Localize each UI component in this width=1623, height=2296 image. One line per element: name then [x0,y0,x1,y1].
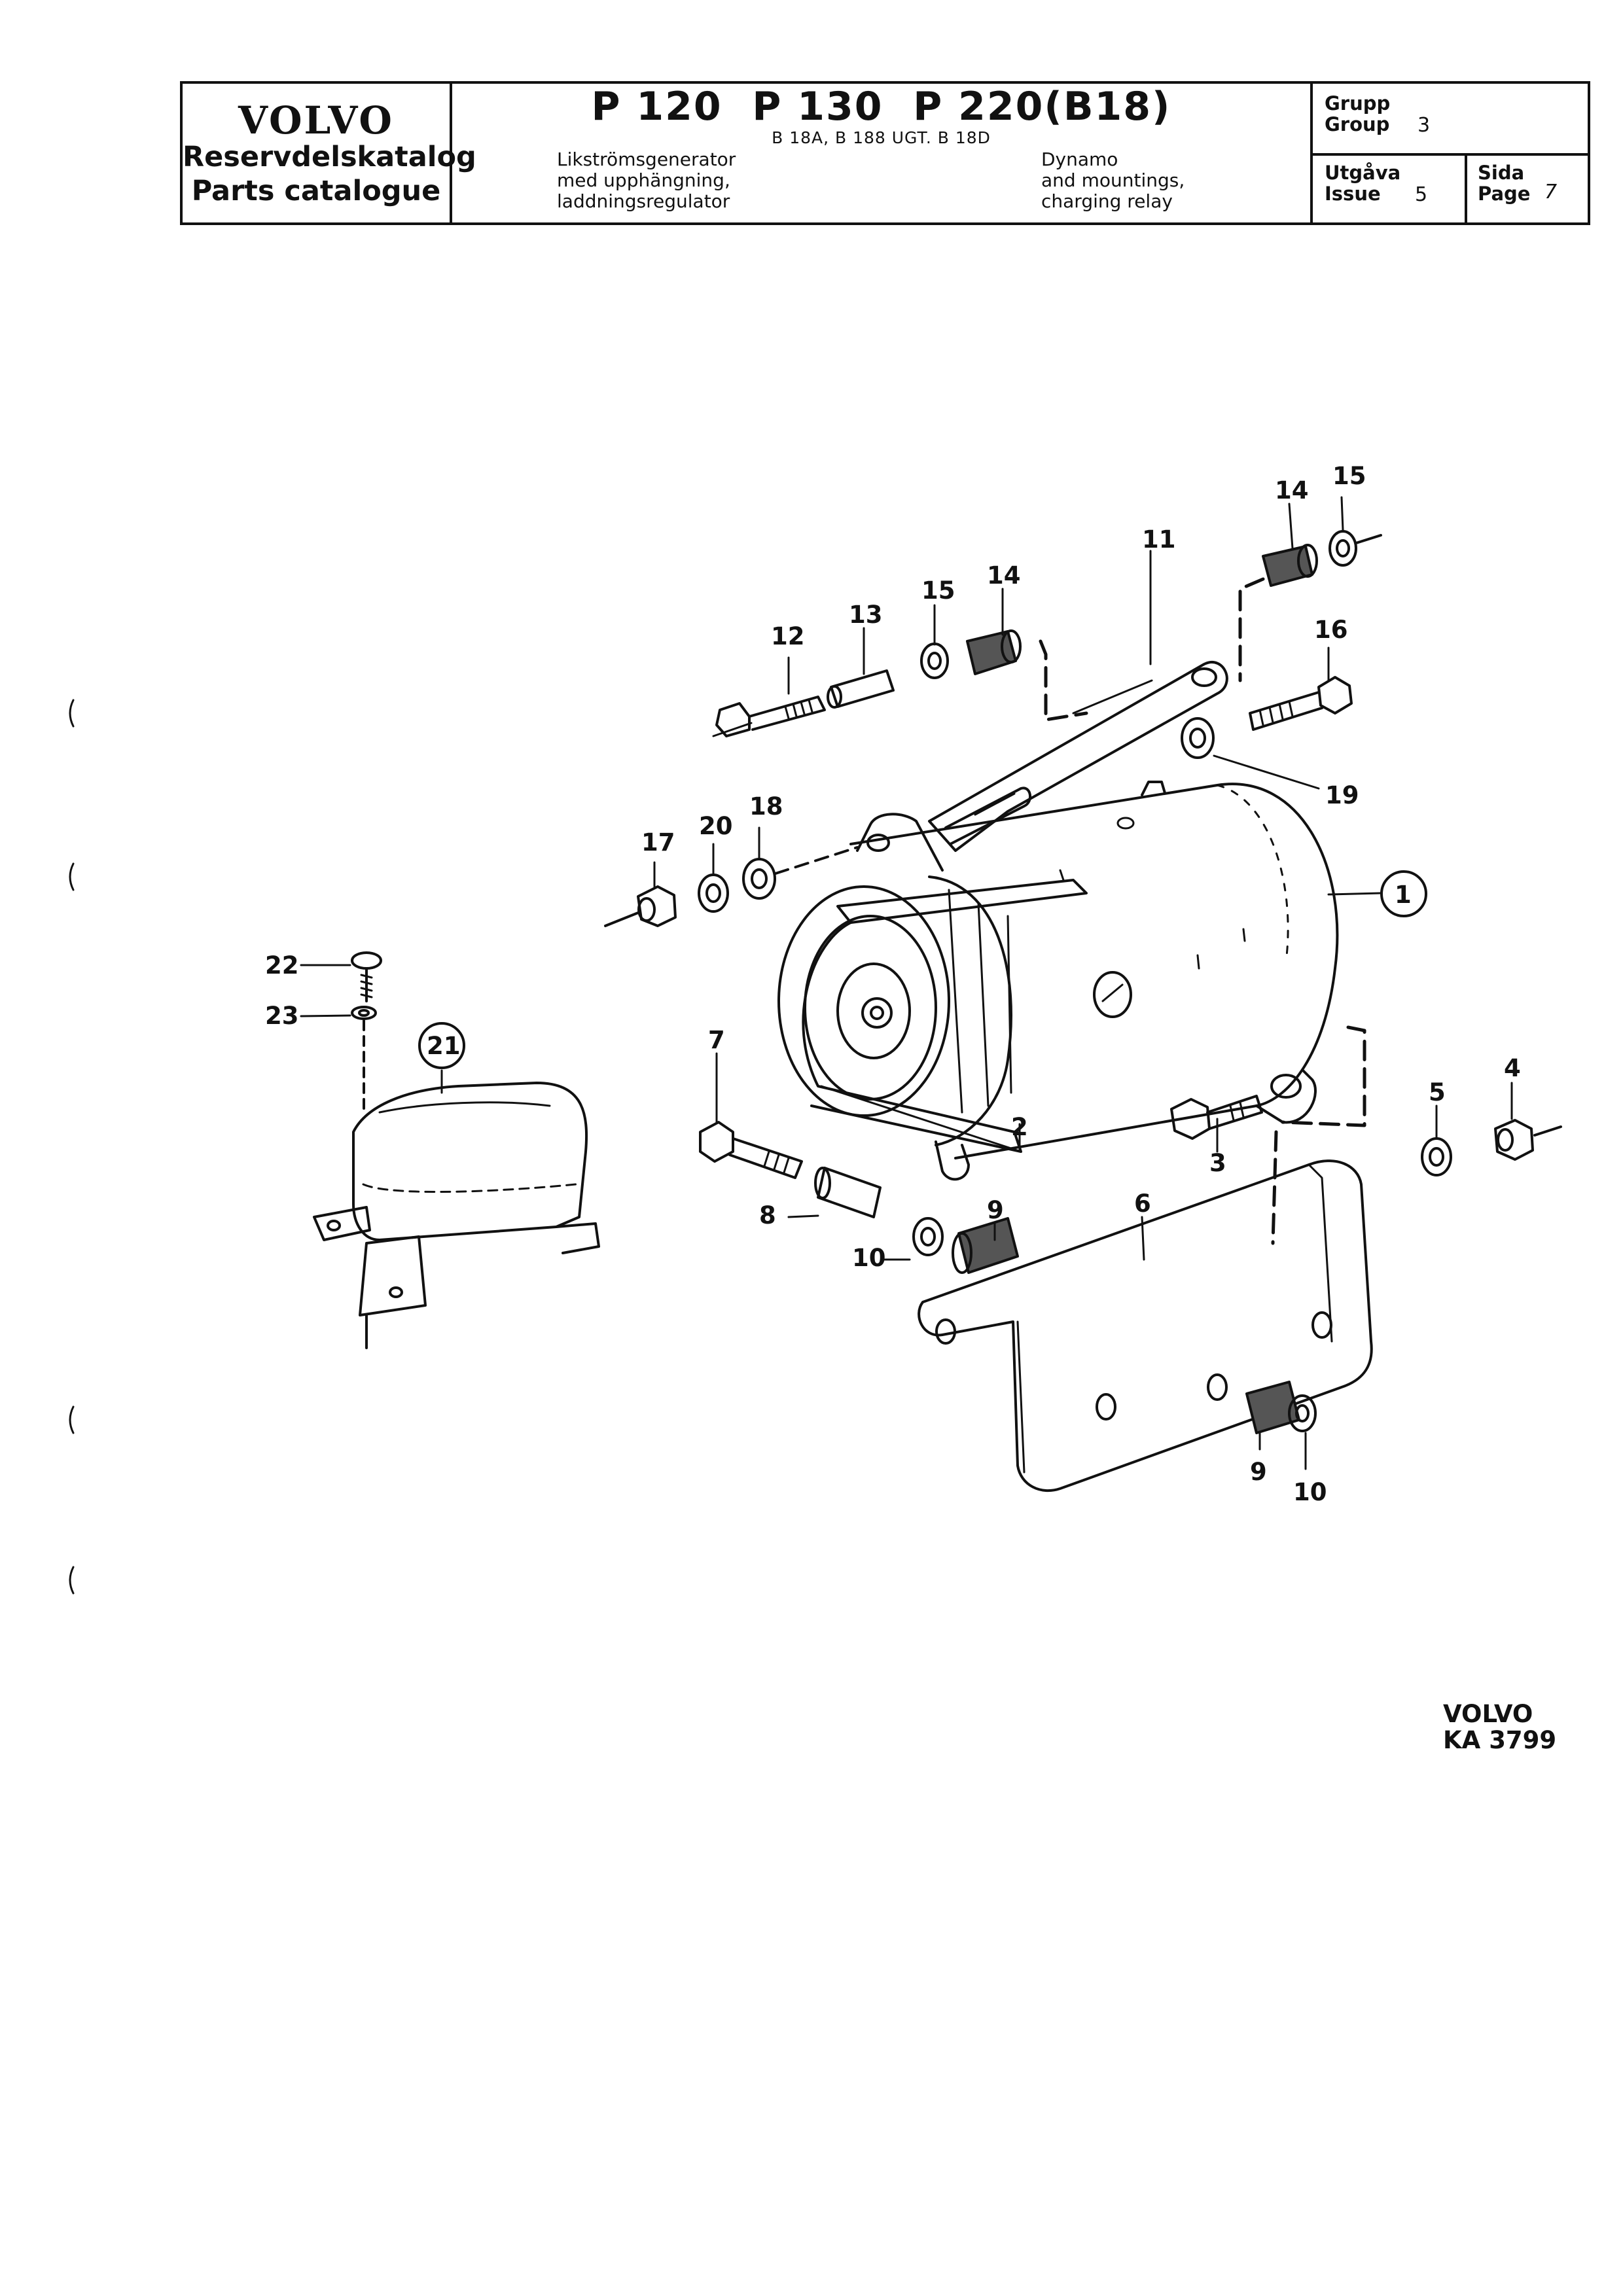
description-sv: Likströmsgenerator med upphängning, ladd… [557,149,736,212]
callout-16: 16 [1314,616,1348,644]
washer-19 [1181,717,1215,759]
footer-brand: VOLVO [1443,1700,1533,1728]
mounting-bracket [918,1159,1373,1492]
title-block: P 120 P 130 P 220(B18) B 18A, B 188 UGT.… [452,84,1313,222]
callout-22: 22 [265,951,299,980]
binder-marks [69,699,75,1595]
group-label: Grupp Group [1325,93,1390,135]
washer-10b [1288,1394,1317,1432]
catalog-title-sv: Reservdelskatalog [183,141,476,173]
callout-circle-1 [1380,870,1427,917]
callout-14: 14 [1275,476,1309,504]
callout-20: 20 [699,812,733,840]
callout-2: 2 [1011,1113,1028,1141]
callout-10: 10 [1293,1478,1327,1506]
description-en-line: Dynamo [1041,149,1118,170]
group-value: 3 [1418,114,1431,137]
washer-10a [912,1217,944,1256]
screw-22 [351,951,382,1002]
adjusting-arm [928,661,1228,852]
spacer-8 [814,1167,882,1218]
callout-18: 18 [749,792,783,821]
callout-14: 14 [987,561,1021,590]
volvo-logo: VOLVO [238,98,394,143]
callout-9: 9 [1250,1458,1267,1486]
nut-4 [1494,1119,1562,1161]
callout-3: 3 [1209,1149,1226,1177]
callout-11: 11 [1142,525,1176,554]
callout-circle-21 [418,1022,465,1069]
description-en-line: charging relay [1041,190,1173,212]
dynamo-body [777,781,1339,1181]
assembly-paths [712,577,1366,1245]
catalog-title-en: Parts catalogue [191,175,441,207]
leader-lines [300,496,1513,1470]
washer-15b [1329,530,1382,567]
description-sv-line: laddningsregulator [557,190,730,212]
bushing-9a [952,1217,1019,1274]
callout-6: 6 [1134,1190,1151,1218]
spacer-13 [827,669,895,709]
callout-8: 8 [759,1201,776,1229]
callout-19: 19 [1325,781,1359,809]
page-value: 7 [1544,181,1558,203]
callout-23: 23 [265,1002,299,1030]
callout-9: 9 [987,1196,1004,1224]
callout-15: 15 [1332,462,1366,490]
washer-23 [351,1006,377,1114]
voltage-regulator [313,1082,600,1349]
callout-1: 1 [1395,881,1412,909]
meta-block: Grupp Group 3 Utgåva Issue 5 Sida Page 7 [1313,84,1588,222]
drawing-code: KA 3799 [1443,1726,1557,1754]
fan-belt [802,879,1088,1153]
issue-label: Utgåva Issue [1325,162,1400,204]
bolt-7 [699,1121,803,1179]
callout-7: 7 [708,1026,725,1054]
description-sv-line: med upphängning, [557,169,730,191]
callout-13: 13 [849,601,883,629]
callout-5: 5 [1429,1078,1446,1106]
callout-12: 12 [771,622,805,650]
nut-17 [604,885,677,927]
issue-cell: Utgåva Issue 5 [1313,156,1467,222]
engine-list: B 18A, B 188 UGT. B 18D [772,128,991,147]
page-cell: Sida Page 7 [1467,156,1588,222]
callout-15: 15 [921,576,955,605]
group-label-en: Group [1325,113,1390,135]
brand-block: VOLVO Reservdelskatalog Parts catalogue [183,84,476,222]
catalog-header: VOLVO Reservdelskatalog Parts catalogue … [180,81,1590,225]
spring-washer-20 [698,874,729,913]
issue-label-sv: Utgåva [1325,162,1401,184]
group-label-sv: Grupp [1325,92,1391,115]
washer-15a [920,643,949,679]
model-list: P 120 P 130 P 220(B18) [591,84,1171,130]
page-label-en: Page [1478,183,1531,205]
callout-21: 21 [427,1032,461,1060]
bolt-12 [715,696,826,737]
page-label: Sida Page [1478,162,1530,204]
group-cell: Grupp Group 3 [1313,84,1588,156]
callout-numbers: 1 2 3 4 5 6 7 8 9 10 11 12 13 14 15 14 1… [265,462,1521,1506]
callout-10: 10 [852,1244,886,1272]
bolt-3 [1170,1095,1263,1140]
description-en: Dynamo and mountings, charging relay [1041,149,1185,212]
callout-4: 4 [1504,1054,1521,1082]
issue-value: 5 [1415,183,1428,206]
page-label-sv: Sida [1478,162,1525,184]
drawing-reference: VOLVO KA 3799 [1443,1701,1556,1754]
bushing-14b [1262,544,1318,587]
bushing-14a [966,629,1022,675]
callout-17: 17 [641,828,675,857]
description-sv-line: Likströmsgenerator [557,149,736,170]
description-en-line: and mountings, [1041,169,1185,191]
issue-label-en: Issue [1325,183,1381,205]
bolt-16 [1249,676,1353,731]
washer-5 [1421,1137,1452,1176]
